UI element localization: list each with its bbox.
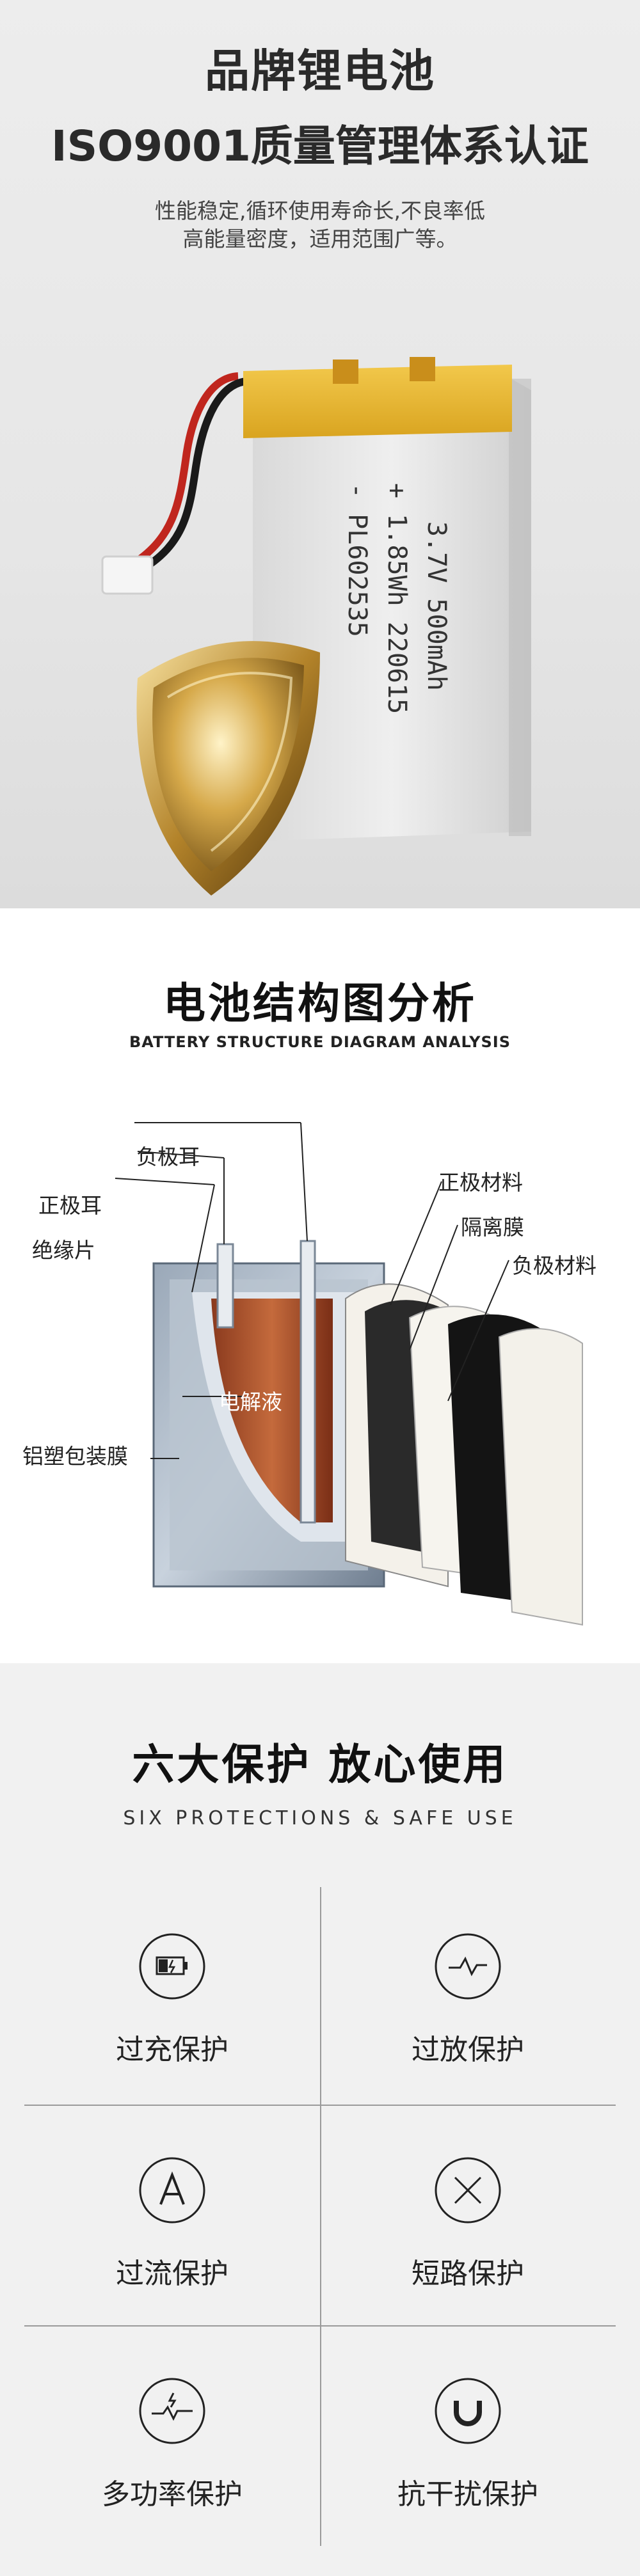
protection-item-multi-power: 多功率保护 (24, 2325, 320, 2546)
protection-label: 多功率保护 (102, 2478, 243, 2511)
battery-yellow-tape (243, 365, 512, 438)
pulse-wave-icon (435, 1933, 501, 2000)
connector-plug (101, 555, 154, 595)
grid-divider-vertical (320, 1887, 321, 2546)
x-mark-icon (435, 2157, 501, 2224)
protection-label: 短路保护 (412, 2257, 524, 2290)
protection-item-anti-interference: 抗干扰保护 (320, 2325, 616, 2546)
battery-print-line1: - PL602535 (342, 483, 372, 637)
protection-item-overcharge: 过充保护 (24, 1881, 320, 2101)
letter-a-icon (139, 2157, 205, 2224)
hero-subtitle-line1: 性能稳定,循环使用寿命长,不良率低 (155, 198, 485, 223)
grid-divider-horizontal (24, 2105, 616, 2106)
protection-label: 过流保护 (116, 2257, 228, 2290)
protection-label: 过放保护 (412, 2034, 524, 2066)
black-wire (140, 377, 247, 573)
structure-section: 电池结构图分析 BATTERY STRUCTURE DIAGRAM ANALYS… (0, 908, 640, 1663)
label-aluminum-film: 铝塑包装膜 (22, 1444, 128, 1469)
label-separator: 隔离膜 (461, 1215, 524, 1240)
protection-item-overcurrent: 过流保护 (24, 2105, 320, 2325)
hero-section: 品牌锂电池 ISO9001质量管理体系认证 性能稳定,循环使用寿命长,不良率低 … (0, 0, 640, 908)
positive-tab (216, 1243, 234, 1329)
leader-lines (115, 1122, 509, 1459)
battery-print-line3: 3.7V 500mAh (422, 521, 451, 691)
grid-divider-horizontal (24, 2325, 616, 2327)
label-positive-tab: 正极耳 (38, 1193, 102, 1218)
protection-label: 抗干扰保护 (397, 2478, 538, 2511)
label-negative-tab: 负极耳 (136, 1144, 200, 1169)
label-insulation: 绝缘片 (32, 1238, 95, 1263)
protections-section: 六大保护 放心使用 SIX PROTECTIONS & SAFE USE 过充保… (0, 1663, 640, 2576)
label-positive-material: 正极材料 (438, 1170, 523, 1195)
battery-product-image: - PL602535 + 1.85Wh 220615 3.7V 500mAh (101, 357, 531, 896)
gold-shield-icon (136, 641, 320, 896)
protections-subtitle: SIX PROTECTIONS & SAFE USE (123, 1807, 517, 1829)
structure-subtitle: BATTERY STRUCTURE DIAGRAM ANALYSIS (129, 1033, 511, 1051)
red-wire (132, 372, 239, 566)
magnet-icon (435, 2378, 501, 2444)
protections-grid: 过充保护 过放保护 过流保护 短路保护 (24, 1881, 616, 2546)
hero-title-line2: ISO9001质量管理体系认证 (51, 122, 589, 171)
label-negative-material: 负极材料 (512, 1253, 596, 1278)
protection-item-overdischarge: 过放保护 (320, 1881, 616, 2101)
negative-tab (300, 1240, 316, 1524)
hero-subtitle-line2: 高能量密度，适用范围广等。 (182, 226, 458, 251)
battery-printed-label: - PL602535 + 1.85Wh 220615 3.7V 500mAh (342, 483, 451, 714)
hero-title-line1: 品牌锂电池 (205, 45, 435, 97)
protection-item-short-circuit: 短路保护 (320, 2105, 616, 2325)
battery-print-line2: + 1.85Wh 220615 (382, 483, 412, 714)
battery-structure-diagram (115, 1122, 583, 1626)
battery-body (253, 377, 531, 841)
power-spike-icon (139, 2378, 205, 2444)
label-electrolyte: 电解液 (219, 1389, 282, 1414)
protection-label: 过充保护 (116, 2034, 228, 2066)
protections-title: 六大保护 放心使用 (132, 1740, 508, 1789)
structure-title: 电池结构图分析 (163, 979, 477, 1028)
battery-charge-icon (139, 1933, 205, 2000)
hero-subtitle: 性能稳定,循环使用寿命长,不良率低 高能量密度，适用范围广等。 (0, 197, 640, 253)
